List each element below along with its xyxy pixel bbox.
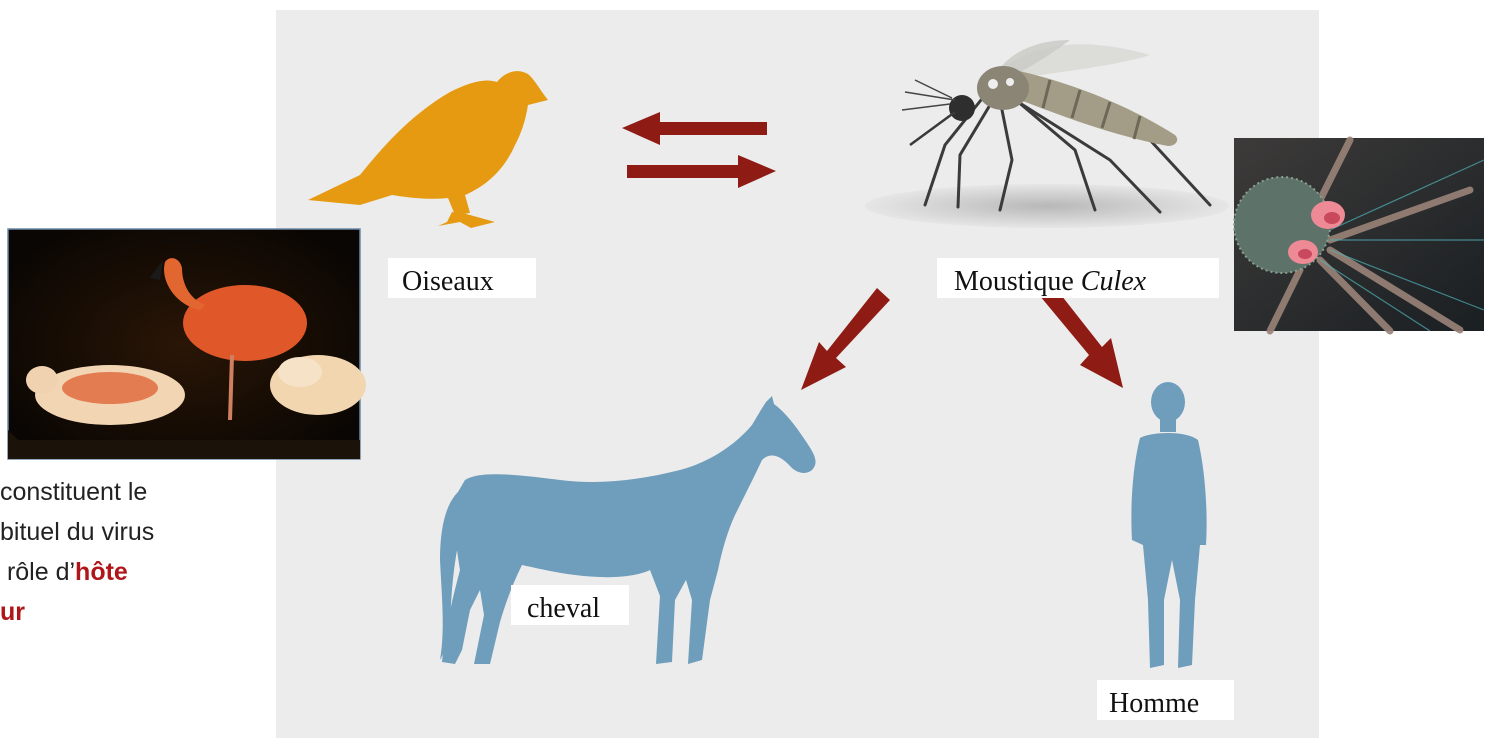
bird-silhouette-icon <box>308 71 548 228</box>
caption-line-2: bituel du virus <box>0 512 270 552</box>
flamingo-photo <box>8 229 366 459</box>
mosquito-illustration <box>865 40 1229 228</box>
label-human-text: Homme <box>1109 688 1199 719</box>
caption-emphasis-suffix: ur <box>0 598 25 626</box>
caption-line-1: constituent le <box>0 472 270 512</box>
human-silhouette-icon <box>1131 382 1206 668</box>
label-birds-text: Oiseaux <box>402 266 494 297</box>
arrow-mosquito-to-birds <box>622 112 767 145</box>
caption-line-3: rôle d’hôte <box>0 552 270 592</box>
label-birds: Oiseaux <box>388 258 536 298</box>
label-horse: cheval <box>511 585 629 625</box>
label-mosquito-genus: Culex <box>1081 266 1146 297</box>
arrow-mosquito-to-horse <box>801 288 890 390</box>
mosquito-head-closeup-photo <box>1234 138 1484 331</box>
caption-line-4: ur <box>0 592 270 632</box>
label-mosquito: Moustique Culex <box>937 258 1219 298</box>
label-horse-text: cheval <box>527 593 600 624</box>
caption-text: constituent le bituel du virus rôle d’hô… <box>0 472 270 632</box>
arrow-mosquito-to-human <box>1040 286 1123 388</box>
label-human: Homme <box>1097 680 1234 720</box>
arrow-birds-to-mosquito <box>627 155 776 188</box>
label-mosquito-prefix: Moustique <box>954 266 1081 297</box>
caption-line-3-prefix: rôle d’ <box>0 558 75 586</box>
caption-emphasis-host: hôte <box>75 558 128 586</box>
